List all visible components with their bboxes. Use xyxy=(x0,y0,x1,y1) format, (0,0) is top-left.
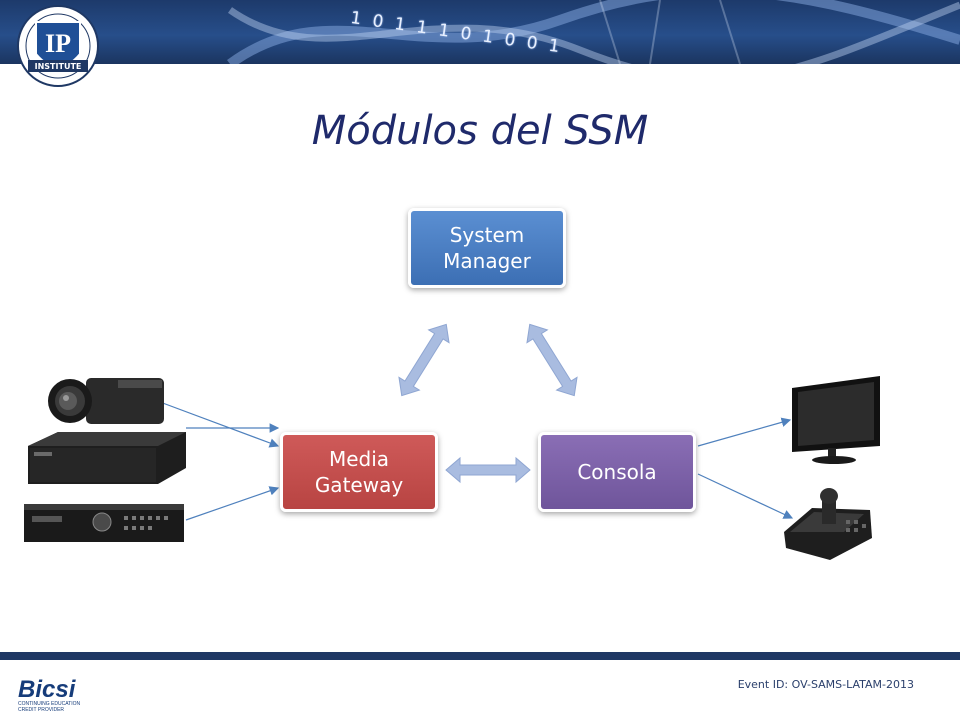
consola-node: Consola xyxy=(538,432,696,512)
arrow-system-consola xyxy=(526,323,578,397)
connector-joystick xyxy=(697,473,794,519)
connector-nvr xyxy=(185,486,280,521)
arrow-media-consola xyxy=(445,456,531,484)
connector-camera xyxy=(159,401,280,448)
logo-banner: INSTITUTE xyxy=(35,62,82,71)
nvr-icon xyxy=(24,504,184,542)
dvr-icon xyxy=(28,432,186,484)
camera-icon xyxy=(48,378,164,424)
system-manager-node: System Manager xyxy=(408,208,566,288)
joystick-controller-icon xyxy=(784,488,872,560)
media-gateway-node: Media Gateway xyxy=(280,432,438,512)
connector-monitor xyxy=(697,417,792,447)
bicsi-subtitle: CONTINUING EDUCATION CREDIT PROVIDER xyxy=(18,701,81,713)
logo-letters: IP xyxy=(45,29,71,58)
footer-divider xyxy=(0,652,960,660)
bicsi-logo: Bicsi xyxy=(18,676,76,703)
dna-helix-graphic xyxy=(227,0,960,64)
monitor-icon xyxy=(792,376,880,464)
ip-institute-logo: IP INSTITUTE xyxy=(8,2,108,94)
arrow-media-system xyxy=(398,323,450,397)
page-title: Módulos del SSM xyxy=(311,108,649,154)
event-id: Event ID: OV-SAMS-LATAM-2013 xyxy=(737,678,914,691)
header-band: 1 0 1 1 1 0 1 0 0 1 xyxy=(0,0,960,64)
